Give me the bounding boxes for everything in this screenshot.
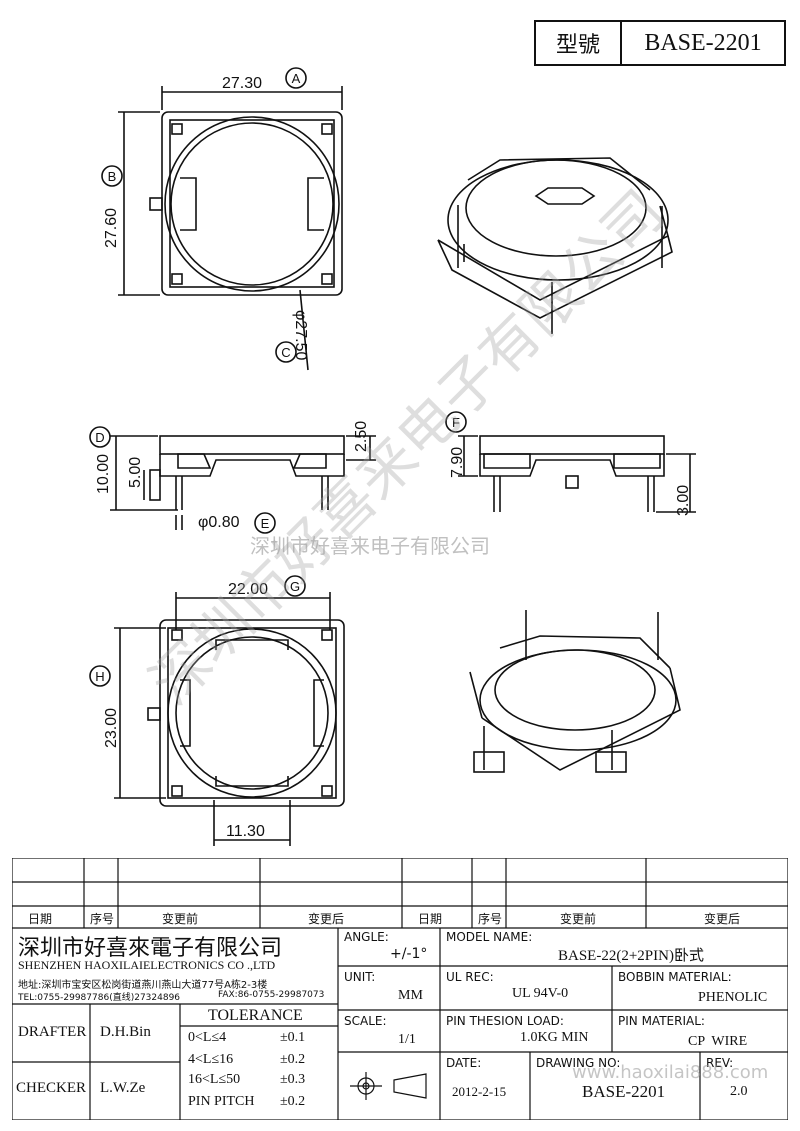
dim-h: 23.00 bbox=[103, 708, 120, 748]
top-view-2 bbox=[114, 592, 345, 846]
drafter-label: DRAFTER bbox=[18, 1024, 87, 1040]
model-value: BASE-2201 bbox=[644, 29, 762, 56]
unit-label: UNIT: bbox=[344, 970, 376, 984]
top-view-1 bbox=[118, 86, 343, 371]
tol-range-3: PIN PITCH bbox=[188, 1094, 255, 1109]
model-name-value: BASE-22(2+2PIN)卧式 bbox=[558, 948, 704, 964]
tol-value-2: ±0.3 bbox=[280, 1072, 306, 1087]
side-view-1 bbox=[110, 435, 376, 530]
checker-label: CHECKER bbox=[16, 1080, 87, 1096]
pin-material-value: CP WIRE bbox=[688, 1034, 748, 1049]
url-watermark: www.haoxilai888.com bbox=[572, 1062, 769, 1083]
callout-a: A bbox=[292, 71, 301, 86]
dim-d3: 2.50 bbox=[353, 421, 370, 452]
tol-value-3: ±0.2 bbox=[280, 1094, 306, 1109]
company-name-en: SHENZHEN HAOXILAIELECTRONICS CO .,LTD bbox=[18, 958, 276, 972]
callout-d: D bbox=[95, 430, 104, 445]
rev-label: REV: bbox=[706, 1056, 734, 1070]
dim-a: 27.30 bbox=[222, 75, 262, 92]
company-fax: FAX:86-0755-29987073 bbox=[218, 990, 325, 1000]
rev-after-2: 变更后 bbox=[704, 912, 741, 926]
callout-g: G bbox=[290, 579, 300, 594]
drawing-area: A B C D E F G H 27.30 27.60 φ27.50 10.00… bbox=[89, 67, 696, 846]
angle-label: ANGLE: bbox=[344, 930, 389, 944]
tol-range-1: 4<L≤16 bbox=[188, 1052, 234, 1067]
pin-material-label: PIN MATERIAL: bbox=[618, 1014, 705, 1028]
tolerance-title: TOLERANCE bbox=[208, 1007, 303, 1024]
company-tel: TEL:0755-29987786(直线)27324896 bbox=[18, 993, 181, 1003]
rev-date-2: 日期 bbox=[418, 912, 443, 926]
drawing-no-label: DRAWING NO: bbox=[536, 1056, 621, 1070]
title-block-table: 日期 序号 变更前 变更后 日期 序号 变更前 变更后 深圳市好喜來電子有限公司… bbox=[12, 858, 788, 1120]
angle-value: +/-1° bbox=[390, 946, 428, 962]
rev-before-2: 变更前 bbox=[560, 912, 597, 926]
watermark-small: 深圳市好喜来电子有限公司 bbox=[250, 534, 490, 558]
dim-c: φ27.50 bbox=[292, 310, 309, 361]
side-view-2 bbox=[458, 435, 696, 513]
rev-after-1: 变更后 bbox=[308, 912, 345, 926]
scale-label: SCALE: bbox=[344, 1014, 387, 1028]
company-name-cn: 深圳市好喜來電子有限公司 bbox=[18, 935, 283, 960]
dim-e: φ0.80 bbox=[198, 514, 240, 531]
callout-b: B bbox=[108, 169, 117, 184]
dim-b: 27.60 bbox=[103, 208, 120, 248]
model-name-label: MODEL NAME: bbox=[446, 930, 533, 944]
dim-f: 7.90 bbox=[449, 447, 466, 478]
bobbin-material-label: BOBBIN MATERIAL: bbox=[618, 970, 732, 984]
scale-value: 1/1 bbox=[398, 1032, 416, 1047]
model-label: 型號 bbox=[555, 33, 600, 58]
drawing-no-value: BASE-2201 bbox=[582, 1082, 666, 1101]
drafter-value: D.H.Bin bbox=[100, 1024, 151, 1040]
rev-seq-1: 序号 bbox=[90, 912, 115, 926]
tol-value-1: ±0.2 bbox=[280, 1052, 306, 1067]
tol-value-0: ±0.1 bbox=[280, 1030, 306, 1045]
dim-d: 10.00 bbox=[95, 454, 112, 494]
dim-d2: 5.00 bbox=[127, 457, 144, 488]
tol-range-2: 16<L≤50 bbox=[188, 1072, 241, 1087]
tol-range-0: 0<L≤4 bbox=[188, 1030, 227, 1045]
rev-date-1: 日期 bbox=[28, 912, 53, 926]
dim-width-bottom: 11.30 bbox=[226, 823, 265, 840]
date-label: DATE: bbox=[446, 1056, 482, 1070]
rev-value: 2.0 bbox=[730, 1084, 748, 1099]
pin-load-value: 1.0KG MIN bbox=[520, 1030, 589, 1045]
unit-value: MM bbox=[398, 988, 423, 1003]
pin-load-label: PIN THESION LOAD: bbox=[446, 1014, 564, 1028]
callout-e: E bbox=[261, 516, 270, 531]
date-value: 2012-2-15 bbox=[452, 1084, 507, 1099]
dim-f2: 3.00 bbox=[675, 485, 692, 516]
iso-view-2 bbox=[469, 610, 681, 773]
callout-h: H bbox=[95, 669, 104, 684]
iso-view-1 bbox=[437, 157, 673, 334]
company-address: 地址:深圳市宝安区松岗街道燕川燕山大道77号A栋2-3楼 bbox=[18, 980, 268, 991]
callout-c: C bbox=[281, 345, 290, 360]
ul-rec-label: UL REC: bbox=[446, 970, 494, 984]
ul-rec-value: UL 94V-0 bbox=[512, 986, 569, 1001]
rev-before-1: 变更前 bbox=[162, 912, 199, 926]
checker-value: L.W.Ze bbox=[100, 1080, 146, 1096]
callout-f: F bbox=[452, 415, 460, 430]
title-box: 型號 BASE-2201 bbox=[534, 20, 786, 66]
bobbin-material-value: PHENOLIC bbox=[698, 990, 768, 1005]
dim-g: 22.00 bbox=[228, 581, 268, 598]
rev-seq-2: 序号 bbox=[478, 912, 503, 926]
